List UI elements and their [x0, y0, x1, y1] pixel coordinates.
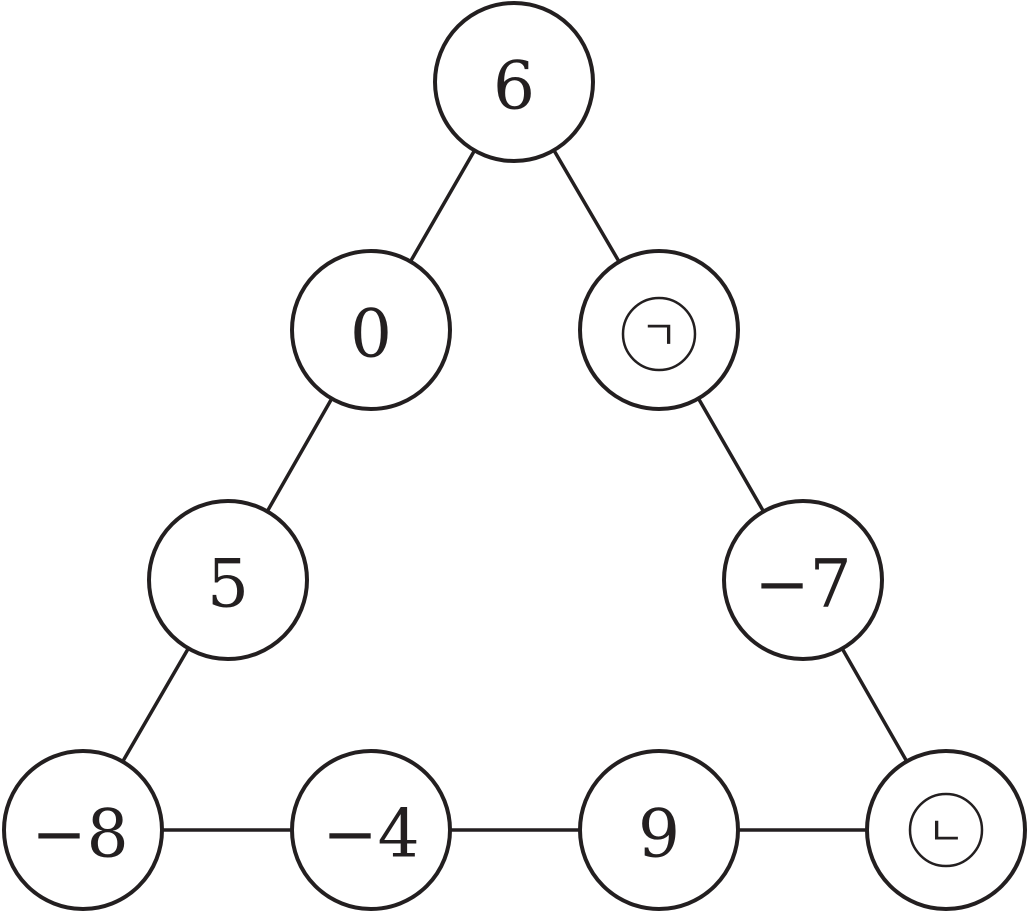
node-bottom-second: −4 [290, 749, 452, 911]
node-label: 0 [350, 296, 392, 373]
node-circle [290, 249, 452, 411]
node-circle [290, 749, 452, 911]
circled-marker-ring [908, 792, 984, 868]
node-right-middle: −7 [722, 499, 884, 661]
node-circle [578, 249, 740, 411]
node-bottom-left: −8 [2, 749, 164, 911]
node-label: 9 [638, 796, 680, 873]
node-right-upper: ㄱ [578, 249, 740, 411]
node-circle [578, 749, 740, 911]
circled-marker-label: ㄴ [928, 809, 965, 855]
node-circle [433, 1, 595, 163]
node-label: 5 [207, 546, 249, 623]
node-bottom-third: 9 [578, 749, 740, 911]
circled-marker-label: ㄱ [641, 313, 678, 359]
node-label: −4 [322, 796, 419, 873]
node-circle [147, 499, 309, 661]
node-label: −7 [754, 546, 851, 623]
edges [81, 80, 948, 832]
node-left-upper: 0 [290, 249, 452, 411]
node-circle [865, 749, 1027, 911]
node-circle [2, 749, 164, 911]
node-bottom-right: ㄴ [865, 749, 1027, 911]
node-top: 6 [433, 1, 595, 163]
node-circle [722, 499, 884, 661]
node-label: −8 [31, 796, 128, 873]
circled-marker-ring [621, 296, 697, 372]
node-left-middle: 5 [147, 499, 309, 661]
node-label: 6 [493, 48, 535, 125]
